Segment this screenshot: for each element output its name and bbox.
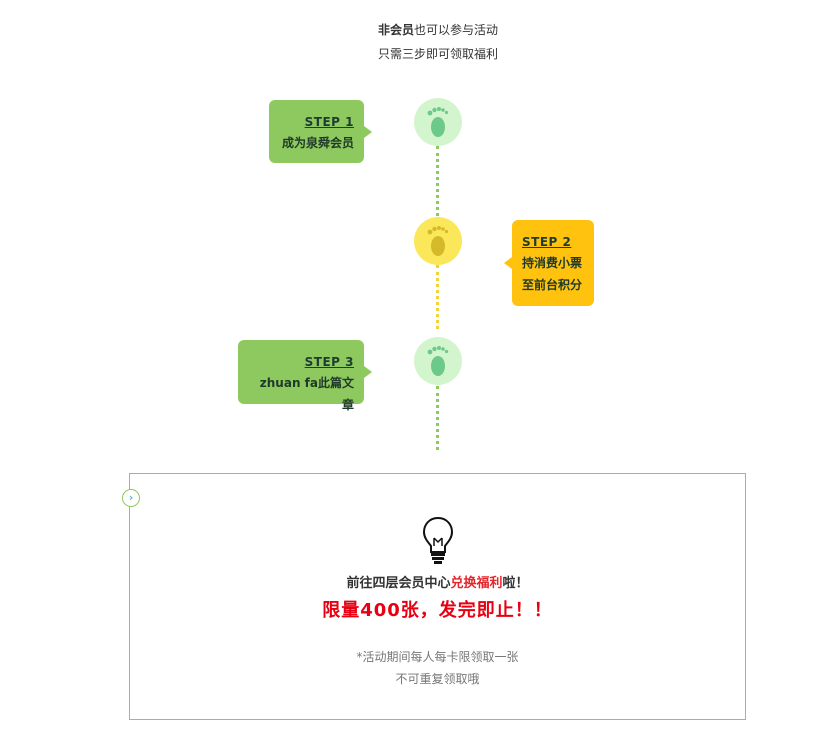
bubble-arrow [504, 257, 512, 269]
step-2-bubble: STEP 2 持消费小票 至前台积分 [504, 220, 594, 306]
chevron-right-icon[interactable]: › [122, 489, 140, 507]
timeline-dots-1 [436, 146, 439, 216]
step-2-text-1: 持消费小票 [522, 256, 583, 270]
step-2-label: STEP 2 [522, 235, 572, 249]
bubble-arrow [364, 366, 372, 378]
bubble-arrow [364, 125, 372, 138]
footprint-icon [427, 346, 449, 376]
step-1-bubble: STEP 1 成为泉舜会员 [269, 100, 372, 163]
intro-rest: 也可以参与活动 [414, 23, 499, 37]
step-2-circle [414, 217, 462, 265]
step-3-circle [414, 337, 462, 385]
step-1-circle [414, 98, 462, 146]
step-2-text-2: 至前台积分 [522, 278, 583, 292]
note-text: *活动期间每人每卡限领取一张 不可重复领取哦 [130, 646, 745, 690]
intro-text: 非会员也可以参与活动 只需三步即可领取福利 [0, 18, 835, 66]
note-line-1: *活动期间每人每卡限领取一张 [356, 650, 519, 664]
footprint-icon [427, 107, 449, 137]
intro-bold: 非会员 [377, 23, 414, 37]
redeem-text-post: 啦！ [502, 576, 529, 591]
lightbulb-icon [422, 516, 454, 564]
redeem-text-pre: 前往四层会员中心 [346, 576, 451, 591]
intro-line-1: 非会员也可以参与活动 [0, 18, 835, 42]
footprint-icon [427, 226, 449, 256]
timeline-dots-3 [436, 386, 439, 450]
intro-line-2: 只需三步即可领取福利 [377, 47, 498, 61]
redeem-highlight: 兑换福利 [450, 576, 503, 591]
timeline-dots-2 [436, 265, 439, 329]
limit-text: 限量400张，发完即止！！ [322, 600, 553, 621]
step-1-label: STEP 1 [304, 115, 354, 129]
redeem-text: 前往四层会员中心兑换福利啦！ [130, 572, 745, 591]
step-3-bubble: STEP 3 zhuan fa此篇文章 [238, 340, 372, 412]
step-3-label: STEP 3 [304, 355, 354, 369]
reward-box: › 前往四层会员中心兑换福利啦！ 限量400张，发完即止！！ *活动期间每人每卡… [122, 473, 746, 720]
step-1-text: 成为泉舜会员 [281, 136, 354, 150]
note-line-2: 不可重复领取哦 [395, 672, 480, 686]
step-3-text: zhuan fa此篇文章 [259, 376, 354, 412]
